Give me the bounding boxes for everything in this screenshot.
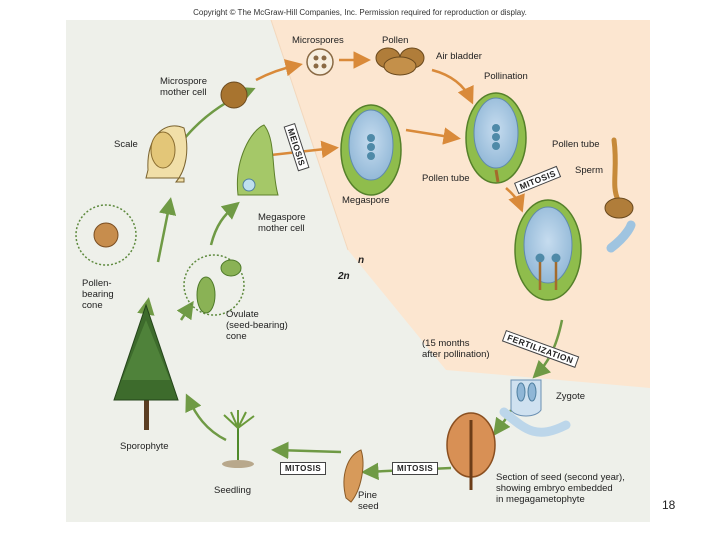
label-seedling: Seedling bbox=[214, 485, 251, 496]
arrow-seedling-to-sporophyte bbox=[185, 393, 227, 442]
ovulate-cone-icon bbox=[183, 254, 245, 316]
arrow-zygote-detail bbox=[499, 407, 571, 437]
arrow-pollination-to-mitosis bbox=[505, 187, 525, 213]
label-scale: Scale bbox=[114, 139, 138, 150]
slide-number: 18 bbox=[662, 498, 676, 512]
label-pollen: Pollen bbox=[382, 35, 409, 46]
arrow-sperm-to-ovule bbox=[606, 220, 636, 253]
label-pollen-tube: Pollen tube bbox=[422, 173, 470, 184]
sporophyte-tree-icon bbox=[113, 303, 179, 430]
megaspore-ovule-icon bbox=[340, 104, 402, 196]
pollen-bearing-cone-icon bbox=[75, 204, 137, 266]
arrow-ovulate-cone-to-megaspore bbox=[209, 201, 240, 246]
label-sporophyte: Sporophyte bbox=[120, 441, 169, 452]
arrow-sporophyte-to-ovulate-cone bbox=[176, 300, 194, 321]
label-pollen-bearing-cone: Pollen- bearing cone bbox=[82, 278, 114, 311]
label-zygote: Zygote bbox=[556, 391, 586, 402]
arrow-pollen-to-pollination bbox=[431, 68, 474, 105]
label-pine-seed: Pine seed bbox=[358, 490, 379, 512]
pollen-grain-icon bbox=[375, 47, 425, 76]
label-pollination: Pollination bbox=[484, 71, 528, 82]
arrow-mother-cell-to-microspores bbox=[255, 59, 303, 82]
fertilization-ovule-icon bbox=[514, 199, 582, 301]
microspores-icon bbox=[306, 48, 334, 76]
seedling-icon bbox=[222, 410, 255, 468]
label-ovulate-cone: Ovulate (seed-bearing) cone bbox=[226, 309, 288, 342]
diploid-marker: 2n bbox=[338, 271, 350, 282]
arrow-megaspore-to-pollination bbox=[405, 127, 461, 145]
life-cycle-illustration bbox=[66, 19, 650, 522]
seed-section-icon bbox=[446, 412, 496, 490]
scale-icon bbox=[145, 125, 188, 183]
arrow-cone-to-scale bbox=[156, 197, 177, 263]
pine-seed-icon bbox=[343, 449, 364, 503]
label-fifteen-months: (15 months after pollination) bbox=[422, 338, 490, 360]
badge-mitosis-seed: MITOSIS bbox=[392, 462, 439, 475]
copyright-notice: Copyright © The McGraw-Hill Companies, I… bbox=[193, 8, 527, 17]
label-air-bladder: Air bladder bbox=[436, 51, 482, 62]
label-section-of-seed: Section of seed (second year), showing e… bbox=[496, 472, 625, 505]
label-microspores: Microspores bbox=[292, 35, 344, 46]
label-sperm: Sperm bbox=[575, 165, 603, 176]
pollination-ovule-icon bbox=[465, 92, 527, 184]
label-megaspore: Megaspore bbox=[342, 195, 390, 206]
haploid-marker: n bbox=[358, 255, 365, 266]
badge-mitosis-seedling: MITOSIS bbox=[280, 462, 327, 475]
label-pollen-tube-top: Pollen tube bbox=[552, 139, 600, 150]
label-megaspore-mother-cell: Megaspore mother cell bbox=[258, 212, 306, 234]
pollen-tube-sperm-icon bbox=[604, 137, 634, 219]
life-cycle-diagram: n 2n Microspores Pollen Air bladder Poll… bbox=[66, 19, 650, 522]
zygote-icon bbox=[510, 379, 542, 417]
arrow-seed-to-seedling bbox=[271, 441, 342, 460]
label-microspore-mother-cell: Microspore mother cell bbox=[160, 76, 207, 98]
megaspore-mother-cell-icon bbox=[236, 124, 279, 196]
microspore-mother-cell-icon bbox=[220, 81, 248, 109]
